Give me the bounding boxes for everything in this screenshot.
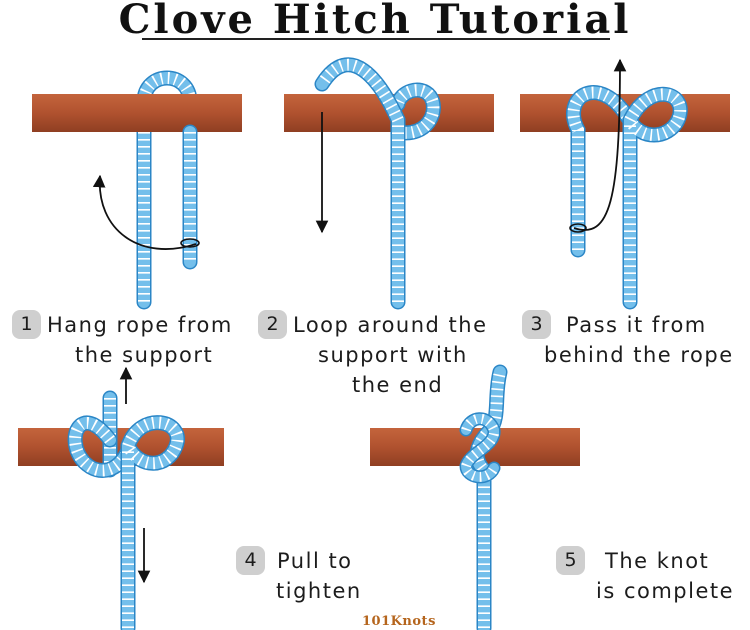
- step-2-line-3: the end: [352, 373, 444, 397]
- step-5-line-1: The knot: [605, 549, 710, 573]
- title-underline: [142, 38, 610, 40]
- page-title: Clove Hitch Tutorial: [118, 0, 632, 43]
- step-5-line-2: is complete: [596, 579, 735, 603]
- step-3-line-2: behind the rope: [544, 343, 734, 367]
- curved-arrow: [92, 174, 197, 250]
- brand-logo: 101Knots: [362, 614, 436, 629]
- step-5-caption: 5 The knot is complete: [556, 546, 750, 606]
- step-1-line-2: the support: [75, 343, 214, 367]
- step-3-line-1: Pass it from: [566, 313, 707, 337]
- step-4-badge: 4: [236, 546, 265, 575]
- step-2-line-1: Loop around the: [293, 313, 488, 337]
- step-4-line-2: tighten: [276, 579, 362, 603]
- step-1-line-1: Hang rope from: [47, 313, 233, 337]
- step-4-line-1: Pull to: [277, 549, 353, 573]
- step-4-caption: 4 Pull to tighten: [236, 546, 396, 606]
- step-5-illustration: [370, 364, 580, 630]
- step-3-illustration: [520, 58, 730, 310]
- step-5-badge: 5: [556, 546, 585, 575]
- step-1-illustration: [32, 70, 242, 310]
- step-2-illustration: [284, 57, 494, 310]
- step-2-line-2: support with: [318, 343, 468, 367]
- step-3-badge: 3: [522, 310, 551, 339]
- rope: [32, 70, 242, 310]
- step-4-illustration: [18, 366, 224, 630]
- step-1-badge: 1: [12, 310, 41, 339]
- step-2-badge: 2: [258, 310, 287, 339]
- step-3-caption: 3 Pass it from behind the rope: [522, 310, 750, 370]
